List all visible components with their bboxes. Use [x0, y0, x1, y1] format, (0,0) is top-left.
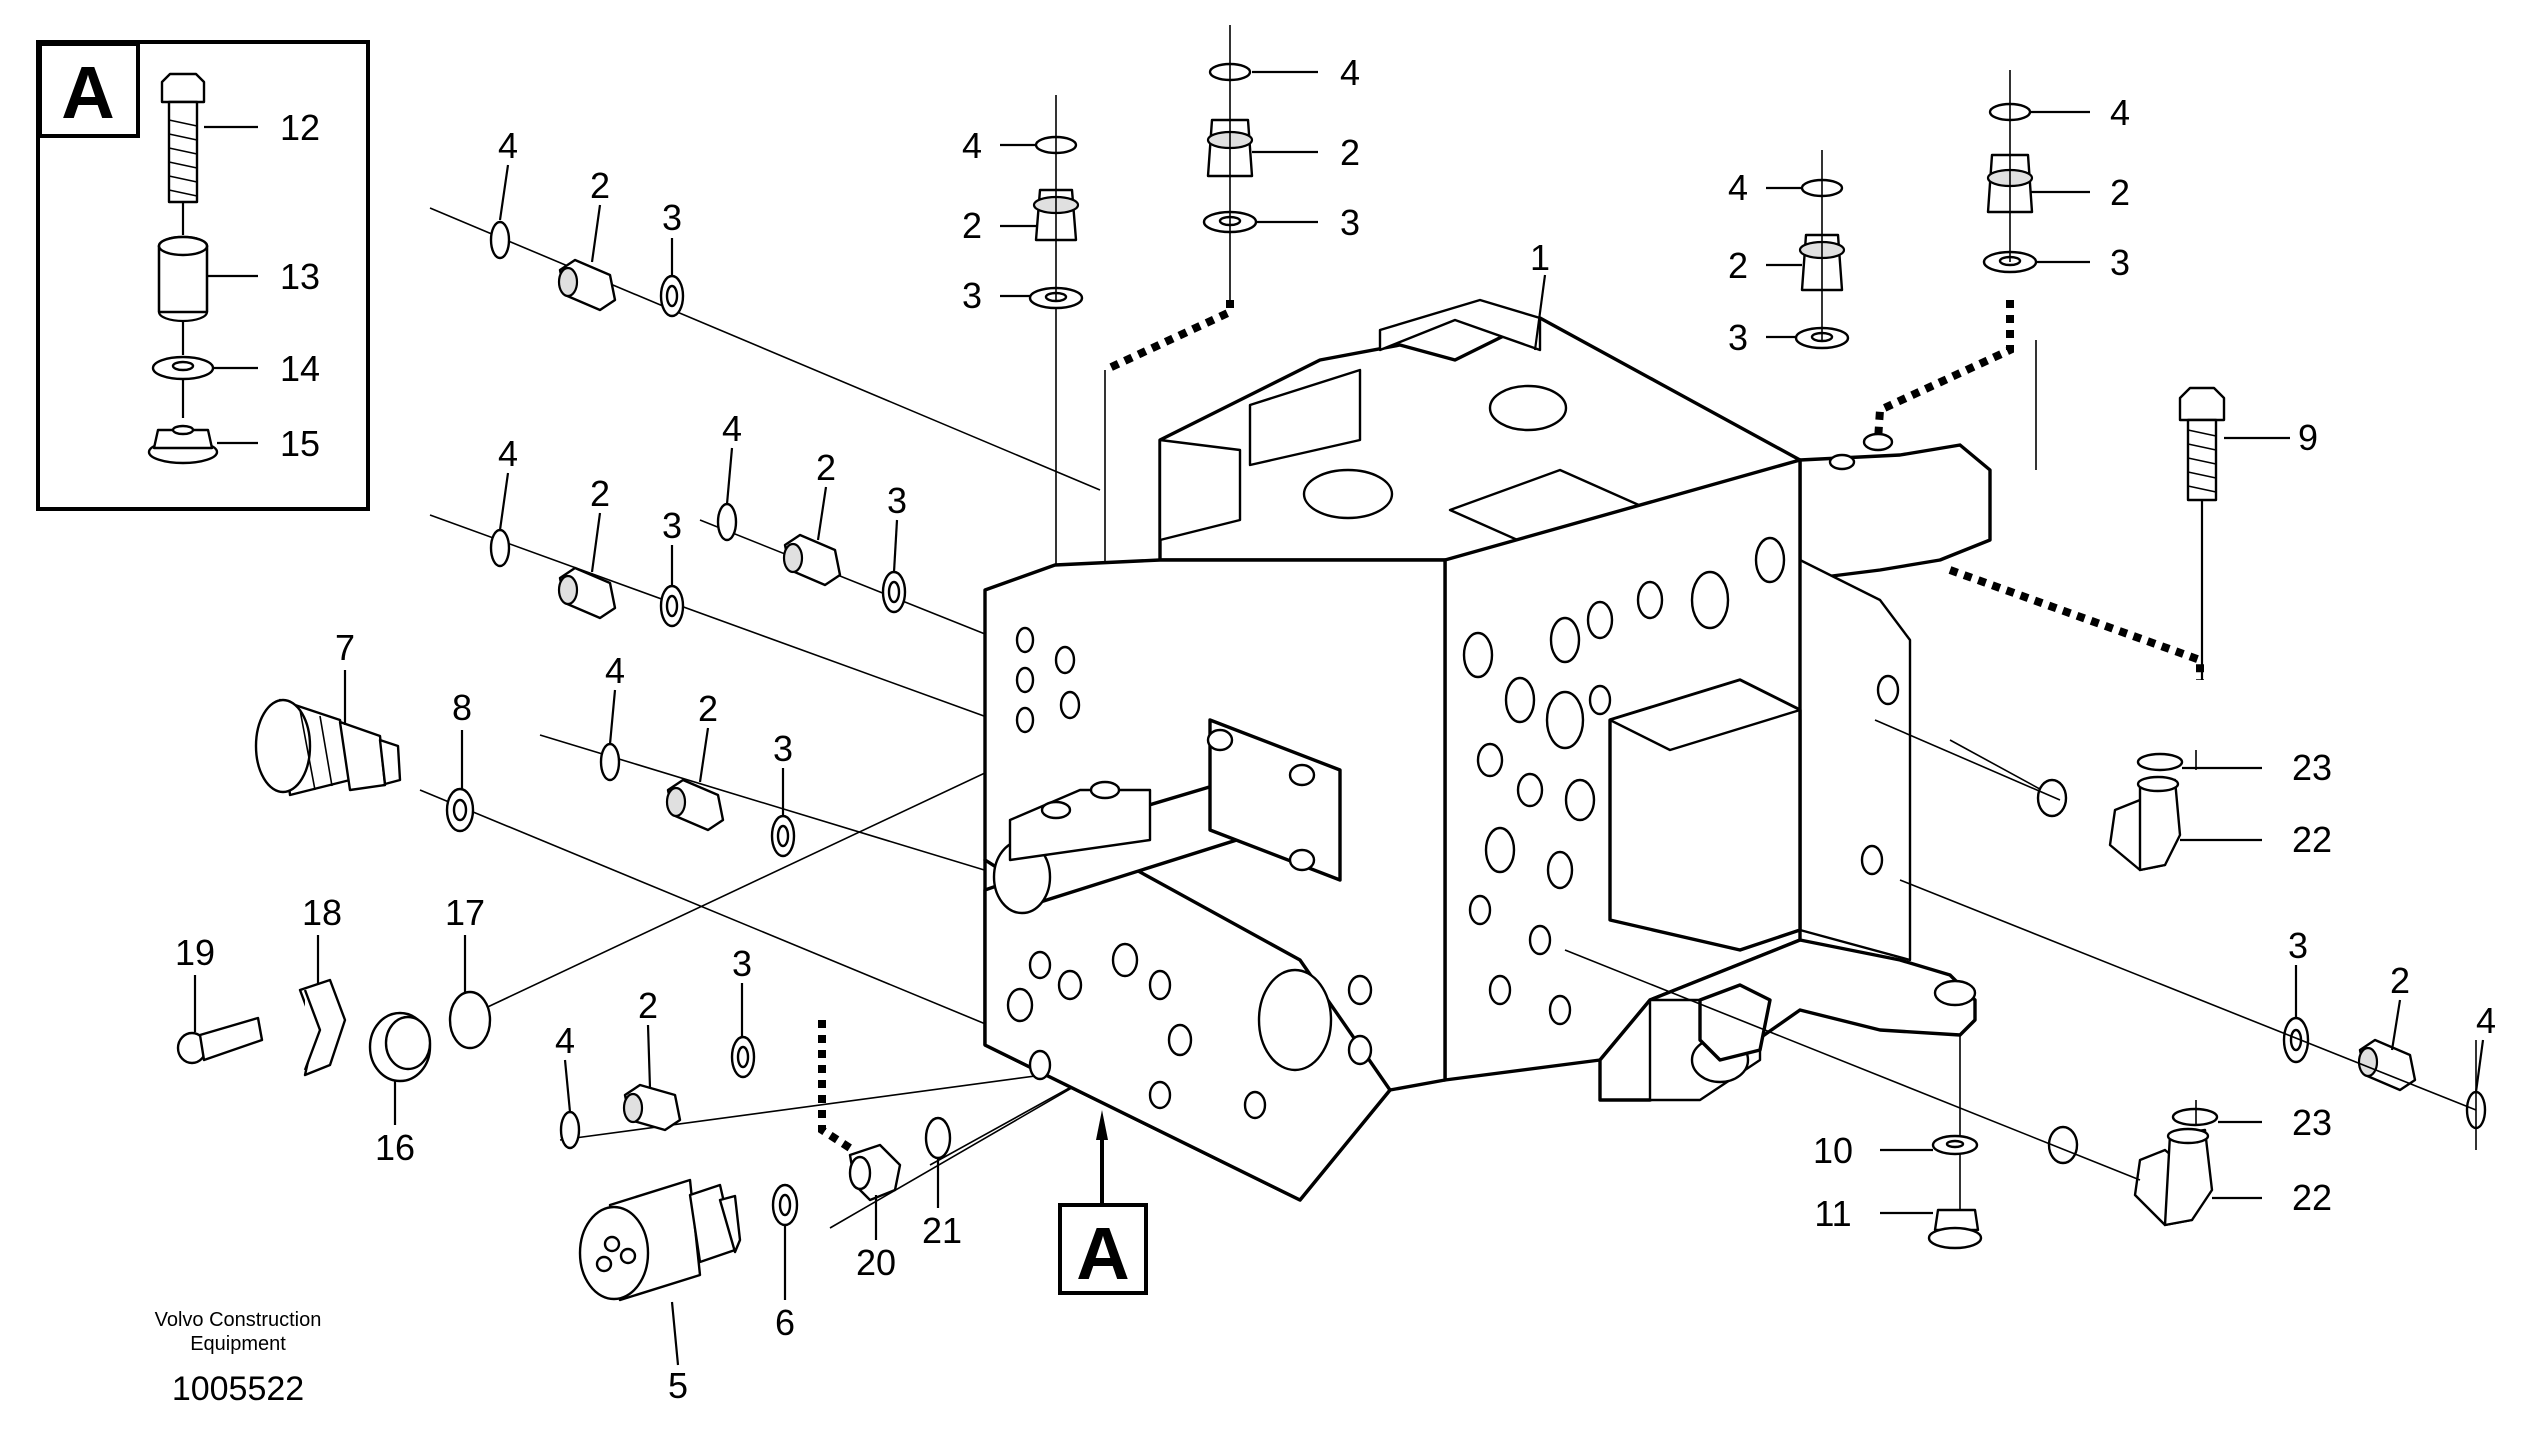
- label-23: 23: [2292, 747, 2332, 788]
- label-9: 9: [2298, 417, 2318, 458]
- label-22: 22: [2292, 1177, 2332, 1218]
- company-name-line1: Volvo Construction: [155, 1309, 322, 1331]
- bolt-icon: [2178, 386, 2226, 502]
- inset-label-13: 13: [280, 256, 320, 297]
- label-2: 2: [590, 165, 610, 206]
- callout-letter-a: A: [1076, 1212, 1129, 1295]
- label-18: 18: [302, 892, 342, 933]
- label-3: 3: [732, 943, 752, 984]
- label-2: 2: [2110, 172, 2130, 213]
- dashed-routing-lines: [818, 300, 2204, 1152]
- label-3: 3: [1340, 202, 1360, 243]
- label-19: 19: [175, 932, 215, 973]
- label-1: 1: [1530, 237, 1550, 278]
- label-20: 20: [856, 1242, 896, 1283]
- drawing-number: 1005522: [172, 1370, 304, 1408]
- inset-label-12: 12: [280, 107, 320, 148]
- label-2: 2: [590, 473, 610, 514]
- label-3: 3: [2110, 242, 2130, 283]
- label-3: 3: [2288, 925, 2308, 966]
- washer-icon: [151, 355, 215, 381]
- assembly-center-lines: [419, 207, 2061, 1229]
- label-3: 3: [662, 505, 682, 546]
- label-5: 5: [668, 1365, 688, 1406]
- label-3: 3: [662, 197, 682, 238]
- screw-icon: [176, 1016, 264, 1065]
- label-2: 2: [638, 985, 658, 1026]
- part-number-labels: 1 2 2 2 2 2 2 2 2 2 2 2 3 3 3 3 3 3 3 3 …: [175, 52, 2496, 1406]
- label-21: 21: [922, 1210, 962, 1251]
- label-4: 4: [498, 433, 518, 474]
- label-4: 4: [605, 650, 625, 691]
- label-2: 2: [816, 447, 836, 488]
- label-2: 2: [698, 688, 718, 729]
- quick-coupling-icon: [254, 698, 402, 797]
- label-7: 7: [335, 627, 355, 668]
- inset-label-15: 15: [280, 423, 320, 464]
- label-8: 8: [452, 687, 472, 728]
- inset-label-14: 14: [280, 348, 320, 389]
- coupler-icon: [578, 1178, 742, 1302]
- flange-nut-icon: [147, 424, 219, 465]
- label-2: 2: [2390, 960, 2410, 1001]
- valve-ports-left: [1006, 626, 1373, 1120]
- label-4: 4: [2476, 1000, 2496, 1041]
- label-leader-lines: [193, 70, 2485, 1366]
- elbow-fitting-icon: [2108, 775, 2182, 872]
- label-3: 3: [773, 728, 793, 769]
- label-3: 3: [962, 275, 982, 316]
- label-11: 11: [1814, 1193, 1851, 1234]
- control-valve-body: [983, 298, 1992, 1202]
- spacer-sleeve-icon: [157, 235, 209, 323]
- adapter-fitting-icon: [557, 258, 617, 312]
- label-3: 3: [1728, 317, 1748, 358]
- clamp-half-icon: [298, 978, 347, 1077]
- label-23: 23: [2292, 1102, 2332, 1143]
- drawing-footer: Volvo Construction Equipment 1005522: [155, 1309, 322, 1408]
- inset-letter: A: [61, 51, 114, 134]
- label-2: 2: [1728, 245, 1748, 286]
- company-name-line2: Equipment: [190, 1333, 286, 1355]
- label-4: 4: [2110, 92, 2130, 133]
- label-10: 10: [1813, 1130, 1853, 1171]
- plug-icon: [368, 1011, 432, 1083]
- valve-ports-right: [1462, 536, 1900, 1026]
- elbow-fitting-icon: [2133, 1127, 2214, 1227]
- fitting-parts: [176, 25, 2487, 1302]
- label-22: 22: [2292, 819, 2332, 860]
- detail-inset-a: A 12: [36, 40, 370, 511]
- label-2: 2: [962, 205, 982, 246]
- label-4: 4: [1728, 167, 1748, 208]
- label-2: 2: [1340, 132, 1360, 173]
- label-4: 4: [722, 408, 742, 449]
- bolt-icon: [160, 72, 206, 204]
- label-17: 17: [445, 892, 485, 933]
- label-3: 3: [887, 480, 907, 521]
- label-4: 4: [962, 125, 982, 166]
- label-6: 6: [775, 1302, 795, 1343]
- label-4: 4: [555, 1020, 575, 1061]
- label-16: 16: [375, 1127, 415, 1168]
- label-4: 4: [498, 125, 518, 166]
- label-4: 4: [1340, 52, 1360, 93]
